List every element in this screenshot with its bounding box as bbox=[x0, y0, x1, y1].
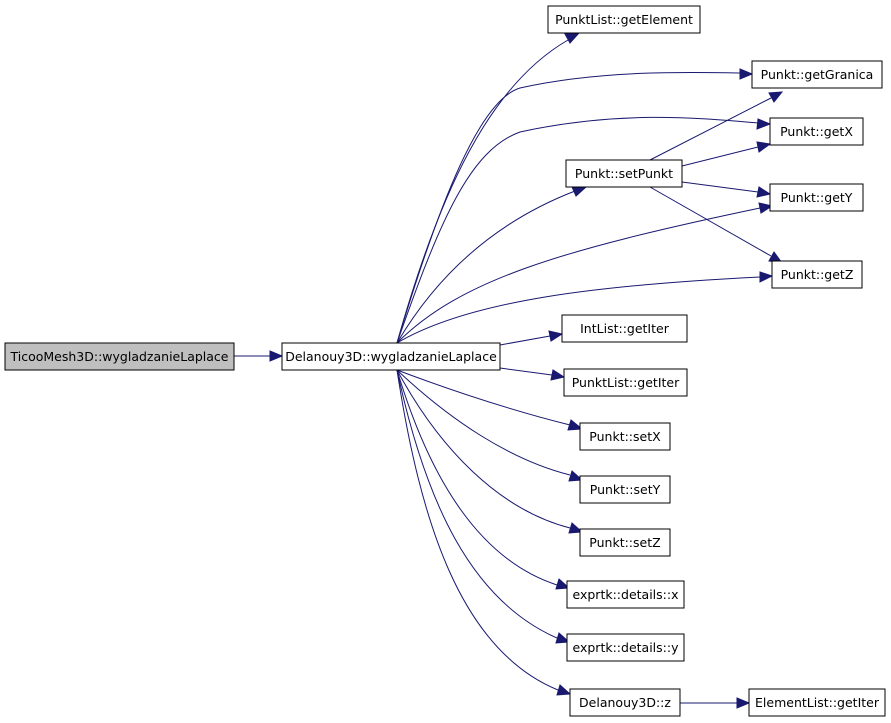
edge-to-punkt-gety bbox=[396, 202, 774, 344]
node-label: PunktList::getElement bbox=[555, 12, 693, 27]
edge-to-punkt-sety bbox=[396, 369, 584, 482]
edge-to-punkt-setx bbox=[396, 369, 584, 431]
node-delanouy-wygladzanie[interactable]: Delanouy3D::wygladzanieLaplace bbox=[281, 342, 501, 371]
node-label: TicooMesh3D::wygladzanieLaplace bbox=[10, 349, 229, 364]
node-label: Punkt::getZ bbox=[781, 267, 854, 282]
edge-setpunkt-to-getgranica bbox=[649, 91, 784, 161]
edge-to-punkt-getz bbox=[396, 271, 774, 344]
edge-to-punkt-setz bbox=[396, 369, 584, 534]
node-punkt-getgranica[interactable]: Punkt::getGranica bbox=[751, 60, 883, 89]
edge-to-punkt-getgranica bbox=[396, 68, 754, 344]
node-label: Punkt::getGranica bbox=[761, 67, 874, 82]
node-root[interactable]: TicooMesh3D::wygladzanieLaplace bbox=[4, 342, 235, 371]
call-edges bbox=[234, 32, 784, 709]
node-label: ElementList::getIter bbox=[755, 695, 880, 710]
node-delanouy-z[interactable]: Delanouy3D::z bbox=[569, 688, 681, 717]
node-label: Punkt::getX bbox=[780, 124, 853, 139]
node-label: Punkt::getY bbox=[781, 190, 853, 205]
node-label: Delanouy3D::z bbox=[579, 695, 671, 710]
call-nodes: TicooMesh3D::wygladzanieLaplace Delanouy… bbox=[4, 5, 886, 717]
node-elementlist-getiter[interactable]: ElementList::getIter bbox=[748, 688, 886, 717]
node-punkt-setz[interactable]: Punkt::setZ bbox=[579, 528, 671, 557]
node-exprtk-x[interactable]: exprtk::details::x bbox=[566, 580, 685, 609]
node-punkt-getx[interactable]: Punkt::getX bbox=[769, 117, 864, 146]
node-label: PunktList::getIter bbox=[572, 375, 680, 390]
edge-to-punkt-getx bbox=[396, 116, 772, 344]
edge-delanouy-z-to-elementlist-getiter bbox=[680, 697, 751, 709]
node-punkt-setpunkt[interactable]: Punkt::setPunkt bbox=[565, 159, 683, 188]
edge-to-punktlist-getelement bbox=[396, 32, 581, 344]
node-label: Punkt::setPunkt bbox=[575, 166, 673, 181]
node-label: Punkt::setZ bbox=[589, 535, 660, 550]
edge-setpunkt-to-getx bbox=[681, 141, 772, 167]
node-label: exprtk::details::y bbox=[573, 640, 680, 655]
edge-to-punktlist-getiter bbox=[499, 367, 566, 381]
node-label: Punkt::setY bbox=[590, 482, 661, 497]
node-punkt-getz[interactable]: Punkt::getZ bbox=[771, 260, 863, 289]
edge-to-intlist-getiter bbox=[499, 330, 564, 346]
node-label: Delanouy3D::wygladzanieLaplace bbox=[285, 349, 497, 364]
node-punktlist-getelement[interactable]: PunktList::getElement bbox=[547, 5, 701, 34]
edge-setpunkt-to-getz bbox=[649, 186, 784, 264]
node-exprtk-y[interactable]: exprtk::details::y bbox=[566, 633, 685, 662]
node-label: Punkt::setX bbox=[589, 429, 661, 444]
node-punkt-gety[interactable]: Punkt::getY bbox=[769, 183, 864, 212]
node-punkt-sety[interactable]: Punkt::setY bbox=[579, 475, 671, 504]
edge-to-delanouy-z bbox=[396, 369, 572, 696]
node-punkt-setx[interactable]: Punkt::setX bbox=[579, 422, 671, 451]
edge-root-to-delanouy-wygladzanie bbox=[234, 350, 284, 362]
node-label: IntList::getIter bbox=[580, 321, 670, 336]
node-punktlist-getiter[interactable]: PunktList::getIter bbox=[563, 368, 688, 397]
node-label: exprtk::details::x bbox=[573, 587, 679, 602]
node-intlist-getiter[interactable]: IntList::getIter bbox=[561, 314, 688, 343]
edge-to-exprtk-x bbox=[396, 369, 571, 590]
edge-setpunkt-to-gety bbox=[681, 181, 772, 198]
edge-to-exprtk-y bbox=[396, 369, 571, 644]
